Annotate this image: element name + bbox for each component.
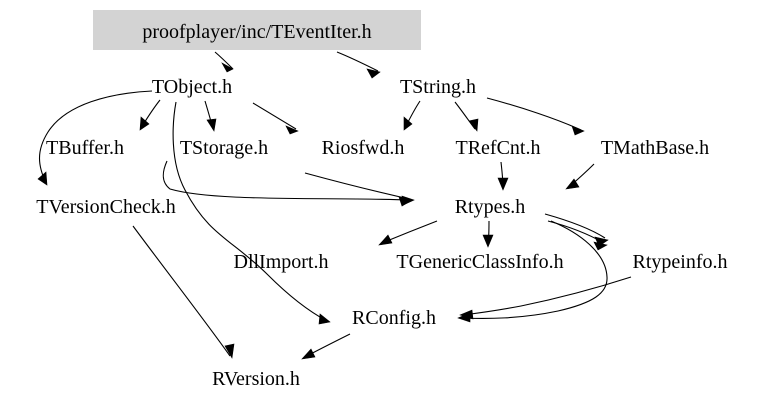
arrowhead-icon	[301, 348, 316, 360]
edge-tobject-to-tstorage	[204, 100, 217, 132]
arrowhead-icon	[37, 171, 48, 186]
node-dllimport[interactable]: DllImport.h	[234, 251, 329, 273]
node-riosfwd[interactable]: Riosfwd.h	[322, 137, 405, 159]
edge-tmathbase-to-rtypes	[565, 163, 595, 190]
edge-tobject-to-tversioncheck	[37, 90, 153, 186]
edge-line	[460, 220, 608, 319]
node-tstorage[interactable]: TStorage.h	[180, 137, 268, 159]
node-tbuffer[interactable]: TBuffer.h	[46, 137, 124, 159]
node-trefcnt[interactable]: TRefCnt.h	[456, 137, 541, 159]
edge-rtypeinfo-to-rconfig	[459, 276, 632, 320]
node-tmathbase[interactable]: TMathBase.h	[601, 137, 709, 159]
arrowhead-icon	[398, 196, 413, 207]
edge-line	[162, 160, 412, 201]
edge-line	[462, 276, 632, 316]
edge-tstring-to-tmathbase	[486, 97, 585, 136]
node-rversion[interactable]: RVersion.h	[212, 368, 300, 390]
arrowhead-icon	[468, 118, 479, 132]
edge-line	[304, 172, 410, 200]
edge-tversioncheck-to-rversion	[132, 225, 235, 359]
edge-tobject-to-rconfig	[172, 101, 331, 325]
arrowhead-icon	[497, 177, 509, 191]
node-tgenericclassinfo[interactable]: TGenericClassInfo.h	[396, 251, 563, 273]
arrowhead-icon	[403, 116, 413, 131]
edge-rtypes-to-tgenericclassinfo	[482, 220, 494, 248]
edge-tobject-to-riosfwd	[252, 102, 299, 135]
arrowhead-icon	[318, 313, 331, 325]
edge-line	[544, 213, 606, 239]
arrowhead-icon	[482, 234, 494, 248]
arrowhead-icon	[593, 241, 608, 251]
edge-line	[252, 102, 297, 130]
edge-line	[38, 90, 153, 184]
edge-trefcnt-to-rtypes	[497, 161, 509, 191]
edge-rtypes-to-dllimport	[378, 220, 438, 246]
node-tversioncheck[interactable]: TVersionCheck.h	[36, 196, 175, 218]
root-node-box	[93, 10, 421, 50]
arrowhead-icon	[459, 309, 474, 320]
arrowhead-icon	[378, 234, 393, 246]
node-tstring[interactable]: TString.h	[400, 76, 476, 98]
edge-root-to-tobject	[214, 51, 234, 73]
node-rconfig[interactable]: RConfig.h	[352, 307, 436, 329]
arrowhead-icon	[571, 125, 585, 136]
arrowhead-icon	[565, 178, 580, 190]
edge-line	[214, 51, 234, 70]
node-rtypes[interactable]: Rtypes.h	[455, 196, 526, 218]
edge-rconfig-to-rversion	[301, 333, 351, 360]
arrowhead-icon	[366, 68, 381, 79]
edge-line	[172, 101, 328, 322]
edge-riosfwd-to-rtypes	[304, 172, 413, 207]
edge-tstorage-to-rtypes	[162, 160, 415, 206]
node-tobject[interactable]: TObject.h	[152, 76, 232, 98]
edge-tstring-to-trefcnt	[454, 101, 479, 132]
edge-line	[132, 225, 231, 357]
arrowhead-icon	[139, 116, 150, 131]
arrowhead-icon	[224, 343, 235, 359]
edge-line	[486, 97, 582, 131]
edge-tobject-to-tbuffer	[139, 99, 161, 131]
root-node[interactable]: proofplayer/inc/TEventIter.h	[93, 10, 421, 50]
edges-layer	[37, 51, 632, 360]
arrowhead-icon	[285, 125, 299, 135]
edge-root-to-tstring	[336, 51, 381, 79]
arrowhead-icon	[221, 62, 234, 73]
arrowhead-icon	[206, 118, 217, 132]
node-rtypeinfo[interactable]: Rtypeinfo.h	[633, 251, 728, 273]
edge-line	[336, 51, 379, 72]
edge-tstring-to-riosfwd	[403, 100, 421, 131]
root-node-label: proofplayer/inc/TEventIter.h	[142, 21, 371, 43]
